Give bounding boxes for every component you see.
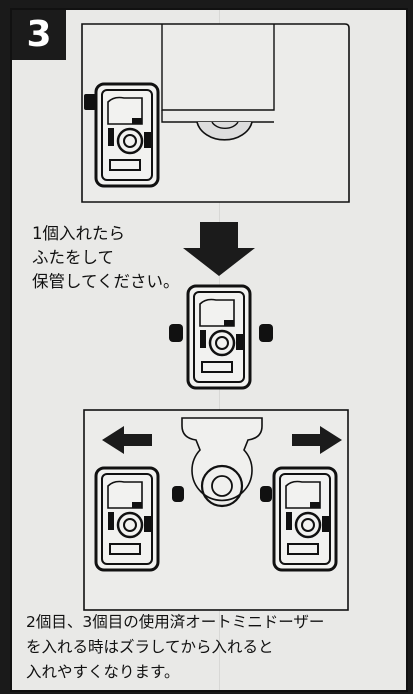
illustration (81, 23, 350, 611)
instruction-note-2: 2個目、3個目の使用済オートミニドーザー を入れる時はズラしてから入れると 入れ… (26, 613, 325, 681)
arrow-down-icon (183, 222, 255, 276)
top-scene (81, 23, 350, 203)
middle-scene (169, 284, 273, 390)
step-number-badge: 3 (12, 10, 66, 60)
instruction-card: 3 1個入れたら ふたをして 保管してください。 2個目、3個目の使用済オートミ… (10, 8, 408, 692)
doser-cartridge-icon (186, 284, 252, 390)
bottom-scene (83, 409, 349, 611)
instruction-note-1: 1個入れたら ふたをして 保管してください。 (32, 224, 180, 291)
doser-cartridge-icon (94, 82, 160, 188)
doser-cartridge-icon (272, 466, 338, 572)
doser-cartridge-icon (94, 466, 160, 572)
arrow-left-icon (102, 426, 152, 454)
arrow-right-icon (292, 426, 342, 454)
